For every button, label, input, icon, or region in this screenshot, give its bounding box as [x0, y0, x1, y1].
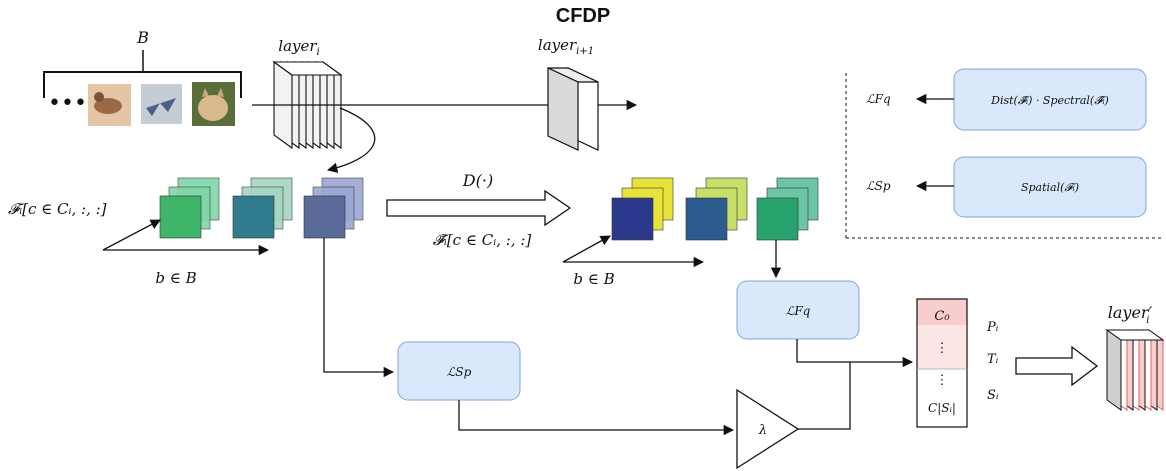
batch-label: B	[136, 28, 149, 47]
layer-next-block: layeri+1	[538, 36, 599, 151]
batch-image-plane	[141, 84, 182, 124]
freq-loss-label: ℒFq	[786, 304, 811, 318]
input-feature-map	[303, 195, 346, 239]
lambda-label: λ	[758, 423, 767, 438]
channel-label-s: Sᵢ	[987, 388, 999, 403]
legend-spatial-loss: ℒSp	[866, 179, 891, 193]
transformed-feature-label: 𝓕̃ᵢ[c ∈ Cᵢ, :, :]	[433, 231, 532, 249]
batch-image-bird	[88, 84, 131, 126]
input-feature-map	[232, 195, 275, 239]
channel-axis-arrow	[102, 219, 161, 251]
batch-ellipsis: •••	[48, 91, 87, 116]
batch-axis-label: b ∈ B	[155, 269, 196, 287]
batch-bracket	[43, 71, 242, 98]
output-feature-map	[756, 197, 799, 241]
layer-i-block: layeri	[272, 37, 343, 150]
pruned-layer-block: layer′i	[1105, 303, 1165, 411]
batch-image-cat	[192, 82, 235, 126]
prune-arrow	[1015, 345, 1099, 387]
output-feature-maps: b ∈ B	[562, 177, 819, 288]
layer-i-label: layeri	[278, 37, 319, 58]
transform-label: D(·)	[462, 171, 493, 190]
lambda-weight	[736, 388, 800, 470]
sp-input-arrow	[323, 238, 395, 378]
channel-list: C₀ ⋮ ⋮ C|Sᵢ| Pᵢ Tᵢ Sᵢ	[916, 298, 999, 428]
out-channel-axis-arrow	[562, 235, 611, 263]
layer-next-label: layeri+1	[538, 36, 594, 57]
channel-dots-1: ⋮	[936, 341, 949, 356]
channel-label-p: Pᵢ	[986, 320, 999, 335]
output-feature-map	[611, 197, 654, 241]
pruned-layer-label: layer′i	[1108, 303, 1153, 326]
channel-label-t: Tᵢ	[987, 352, 999, 367]
layer-i-top	[272, 61, 343, 76]
input-feature-map	[159, 195, 202, 239]
transform-arrow: D(·) 𝓕̃ᵢ[c ∈ Cᵢ, :, :]	[386, 171, 572, 249]
feature-extract-arrow	[326, 107, 376, 173]
sp-to-lambda-arrow	[458, 400, 735, 436]
input-feature-maps: 𝓕ᵢ[c ∈ Cᵢ, :, :] b ∈ B	[8, 177, 364, 287]
batch-group: B •••	[43, 28, 242, 126]
pruned-layer-slice	[1106, 329, 1122, 411]
spatial-loss-label: ℒSp	[447, 365, 472, 379]
lambda-out-line	[798, 362, 851, 430]
legend-freq-loss: ℒFq	[866, 92, 891, 106]
legend-spatial-box	[953, 156, 1147, 218]
legend-freq-formula: Dist(𝓕̃ᵢ) · Spectral(𝓕̃ᵢ)	[990, 94, 1109, 107]
legend-spatial-formula: Spatial(𝓕ᵢ)	[1021, 181, 1079, 194]
diagram-title: CFDP	[556, 5, 610, 27]
freq-loss-box	[736, 280, 860, 340]
pruned-layer-top	[1105, 329, 1165, 341]
feature-map-label: 𝓕ᵢ[c ∈ Cᵢ, :, :]	[8, 200, 107, 218]
channel-top: C₀	[934, 309, 950, 324]
output-feature-map	[685, 197, 728, 241]
channel-bottom: C|Sᵢ|	[928, 401, 956, 415]
legend-panel: Dist(𝓕̃ᵢ) · Spectral(𝓕̃ᵢ) ℒFq Spatial(𝓕ᵢ…	[845, 68, 1162, 239]
channel-dots-2: ⋮	[936, 373, 949, 388]
merge-arrow	[796, 339, 914, 368]
out-batch-axis-label: b ∈ B	[573, 270, 614, 288]
